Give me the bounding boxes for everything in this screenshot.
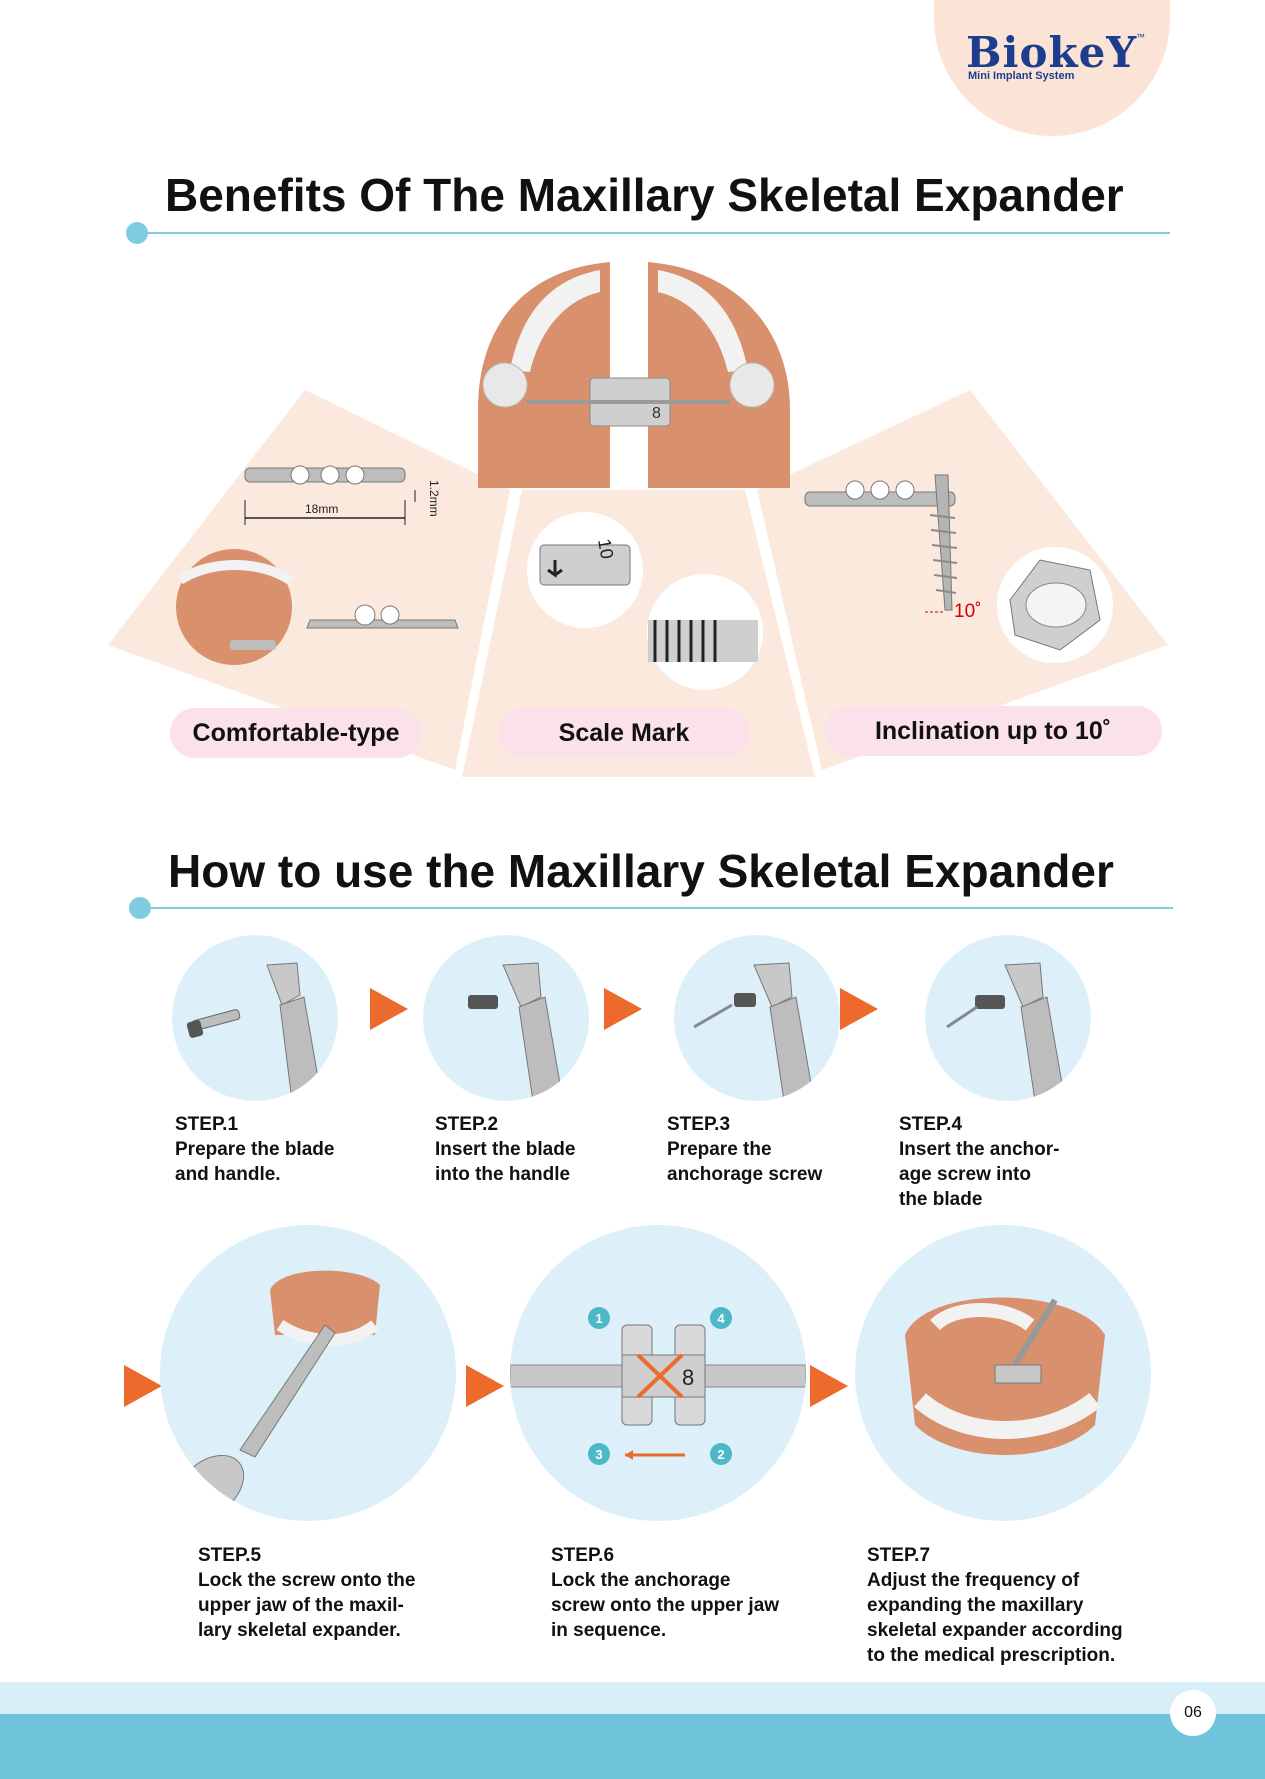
- plate-top-view: [306, 619, 459, 629]
- dimension-width: 18mm: [305, 502, 338, 516]
- step-arrow-icon: [810, 1365, 848, 1407]
- step6-image: 8 1 4 3 2: [510, 1225, 806, 1521]
- jaw-right-half: [648, 262, 790, 488]
- scale-digit: 8: [652, 405, 661, 422]
- jaw-left-half: [478, 262, 610, 488]
- handpiece-icon: [468, 962, 564, 1101]
- handpiece-blade-icon: [186, 962, 323, 1101]
- trademark: ™: [1136, 32, 1145, 42]
- plate-hole: [895, 480, 915, 500]
- plate-hole: [845, 480, 865, 500]
- sequence-badge: 4: [710, 1307, 732, 1329]
- plate-hole: [380, 605, 400, 625]
- handpiece-screw-icon: [693, 962, 815, 1101]
- step-title: STEP.3: [667, 1114, 731, 1135]
- footer-band-light: [0, 1682, 1265, 1714]
- step-text: Lock the anchorage screw onto the upper …: [551, 1570, 780, 1641]
- step4-image: [925, 935, 1091, 1101]
- step-title: STEP.4: [899, 1114, 963, 1135]
- molar-left: [482, 362, 528, 408]
- plate-hole: [870, 480, 890, 500]
- sequence-badge: 2: [710, 1443, 732, 1465]
- sequence-badge: 3: [588, 1443, 610, 1465]
- dimension-height: 1.2mm: [427, 480, 441, 517]
- step-text: Adjust the frequency of expanding the ma…: [867, 1570, 1123, 1666]
- page-number: 06: [1170, 1690, 1216, 1736]
- step-text: Prepare the blade and handle.: [175, 1139, 335, 1185]
- scale-arrow-icon: [547, 560, 563, 578]
- step6-caption: STEP.6 Lock the anchorage screw onto the…: [551, 1543, 831, 1643]
- closeup-plate: [230, 640, 276, 650]
- molar-right: [729, 362, 775, 408]
- step4-caption: STEP.4 Insert the anchor- age screw into…: [899, 1112, 1129, 1212]
- benefits-illustration: 8 18mm 1.2mm 10 10˚: [108, 262, 1168, 777]
- angle-label: 10˚: [954, 601, 981, 622]
- closeup-teeth: [177, 560, 293, 585]
- plate-hole: [345, 465, 365, 485]
- brand-logo: BiokeY: [966, 28, 1138, 77]
- scale-ticks: [653, 620, 717, 662]
- teeth-left: [510, 270, 600, 372]
- teeth-right: [658, 270, 748, 372]
- step-arrow-icon: [124, 1365, 162, 1407]
- screw-threads: [929, 514, 958, 594]
- scale-zoom-digit: 10: [594, 537, 617, 560]
- socket-hole: [1025, 582, 1087, 628]
- step-arrow-icon: [840, 988, 878, 1030]
- sector-left: [108, 390, 510, 770]
- step3-image: [674, 935, 840, 1101]
- benefit-label-comfortable: Comfortable-type: [170, 708, 422, 758]
- screwdriver-jaw-icon: [175, 1270, 380, 1520]
- step7-caption: STEP.7 Adjust the frequency of expanding…: [867, 1543, 1167, 1668]
- heading-rule: [136, 232, 1170, 234]
- step-title: STEP.1: [175, 1114, 239, 1135]
- step-arrow-icon: [466, 1365, 504, 1407]
- howto-title: How to use the Maxillary Skeletal Expand…: [168, 845, 1114, 897]
- step2-image: [423, 935, 589, 1101]
- step-title: STEP.5: [198, 1545, 262, 1566]
- step7-image: [855, 1225, 1151, 1521]
- step5-image: [160, 1225, 456, 1521]
- scale-closeup-body: [539, 544, 631, 586]
- plate-hole: [290, 465, 310, 485]
- step-title: STEP.2: [435, 1114, 499, 1135]
- step-text: Lock the screw onto the upper jaw of the…: [198, 1570, 416, 1641]
- benefit-label-scale: Scale Mark: [498, 708, 750, 758]
- heading-rule: [139, 907, 1173, 909]
- step-text: Prepare the anchorage screw: [667, 1139, 823, 1185]
- sequence-badge: 1: [588, 1307, 610, 1329]
- step-title: STEP.7: [867, 1545, 931, 1566]
- plate-hole: [354, 604, 376, 626]
- handpiece-assembled-icon: [946, 962, 1066, 1101]
- footer-band: [0, 1714, 1265, 1779]
- expander-digit: 8: [682, 1365, 694, 1390]
- step3-caption: STEP.3 Prepare the anchorage screw: [667, 1112, 897, 1187]
- jaw-model-icon: [905, 1297, 1105, 1455]
- benefits-title: Benefits Of The Maxillary Skeletal Expan…: [165, 169, 1124, 221]
- step-text: Insert the anchor- age screw into the bl…: [899, 1139, 1060, 1210]
- step-text: Insert the blade into the handle: [435, 1139, 576, 1185]
- expander-sequence-icon: 8: [510, 1324, 806, 1460]
- step5-caption: STEP.5 Lock the screw onto the upper jaw…: [198, 1543, 478, 1643]
- step2-caption: STEP.2 Insert the blade into the handle: [435, 1112, 665, 1187]
- benefit-label-inclination: Inclination up to 10˚: [824, 706, 1162, 756]
- step-arrow-icon: [370, 988, 408, 1030]
- step1-image: [172, 935, 338, 1101]
- brand-tagline: Mini Implant System: [968, 70, 1075, 82]
- step-arrow-icon: [604, 988, 642, 1030]
- step1-caption: STEP.1 Prepare the blade and handle.: [175, 1112, 405, 1187]
- step-title: STEP.6: [551, 1545, 615, 1566]
- mouth-closeup: [176, 549, 292, 665]
- plate-hole: [320, 465, 340, 485]
